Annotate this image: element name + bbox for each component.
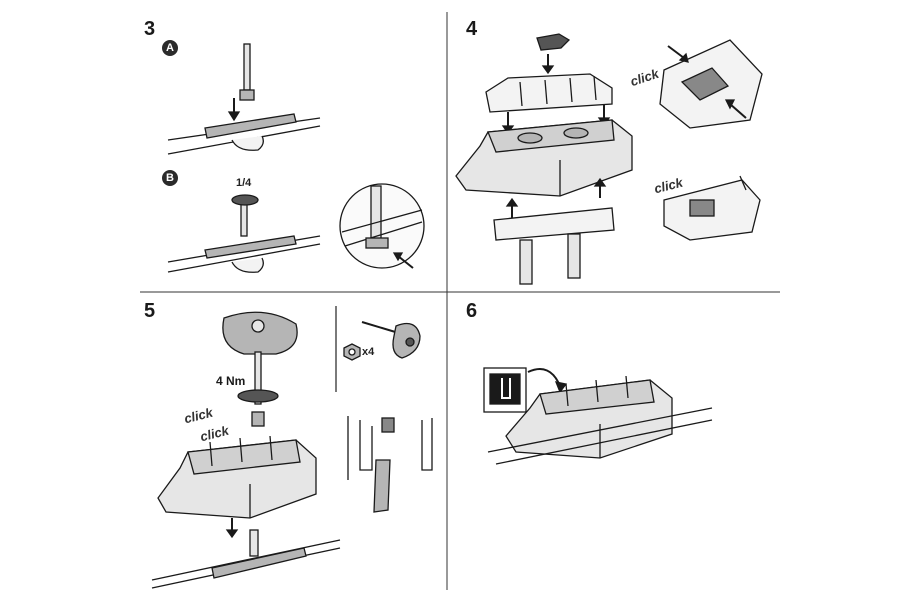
- step5-torque-label: 4 Nm: [216, 374, 246, 388]
- step4-bottom-clamp: [493, 177, 615, 285]
- step6-foot-body: [505, 375, 673, 459]
- step4-foot-body: [455, 119, 633, 197]
- step4-panel: [455, 33, 763, 285]
- step3a-bolt: [227, 43, 255, 122]
- step6-inset: [483, 367, 527, 413]
- step5-foot-body: [157, 435, 317, 519]
- step4-clip-part: [536, 33, 571, 75]
- step6-number: 6: [466, 300, 478, 322]
- step3b-key: [231, 194, 259, 237]
- panel-dividers: [140, 12, 780, 590]
- step3-sub-b-badge: B: [162, 170, 178, 186]
- step3-number: 3: [144, 18, 156, 40]
- step5-side-detail: [347, 416, 433, 513]
- step3-panel: [167, 43, 425, 273]
- step4-top-frame: [485, 73, 613, 113]
- step5-quantity-label: x4: [362, 346, 375, 358]
- step5-nut: [343, 343, 361, 361]
- step6-rail: [487, 407, 713, 465]
- step5-rail: [151, 529, 341, 589]
- step3a-rail: [167, 113, 321, 155]
- step5-panel: [151, 306, 433, 589]
- step6-arrow: [527, 368, 561, 387]
- step5-key-tool: [361, 321, 421, 359]
- step5-number: 5: [144, 300, 156, 322]
- step3-zoom-detail: [339, 183, 425, 269]
- step3-rotation-label: 1/4: [236, 177, 252, 189]
- step3b-rail: [167, 235, 321, 273]
- step5-torque-key: [222, 311, 298, 427]
- step4-detail-bottom: [663, 175, 761, 241]
- step6-panel: [483, 367, 713, 465]
- step3-sub-a-badge: A: [162, 40, 178, 56]
- step4-detail-top: [659, 39, 763, 129]
- step4-number: 4: [466, 18, 478, 40]
